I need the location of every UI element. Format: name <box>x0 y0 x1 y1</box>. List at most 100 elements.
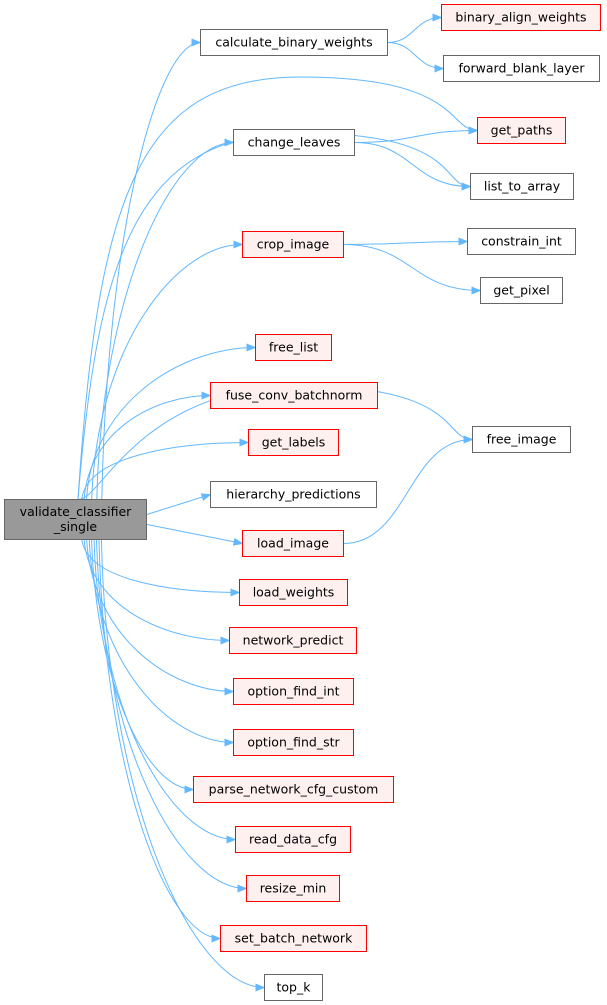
edge-change-leaves-to-list-to-array <box>354 142 472 191</box>
edge-root-to-set-batch-network <box>98 538 222 943</box>
node-box <box>210 382 378 409</box>
node-label: free_image <box>487 432 557 447</box>
node-hierarchy-predictions[interactable]: hierarchy_predictions <box>210 481 377 508</box>
edge-crop-image-to-get-pixel <box>343 244 482 295</box>
node-label: fuse_conv_batchnorm <box>226 388 363 403</box>
node-label: change_leaves <box>248 135 341 150</box>
node-load-image[interactable]: load_image <box>242 530 344 557</box>
node-label: binary_align_weights <box>455 10 586 25</box>
node-label: calculate_binary_weights <box>215 35 372 50</box>
node-get-labels[interactable]: get_labels <box>248 429 339 456</box>
node-box <box>467 228 576 255</box>
node-binary-align-weights[interactable]: binary_align_weights <box>441 4 601 31</box>
node-label: network_predict <box>243 633 344 648</box>
edge-calculate-binary-weights-to-forward-blank-layer <box>387 42 445 73</box>
node-box <box>242 530 344 557</box>
edge-root-to-top-k <box>100 538 266 992</box>
node-list-to-array[interactable]: list_to_array <box>470 173 574 200</box>
edge-root-to-load-image <box>146 523 244 546</box>
node-load-weights[interactable]: load_weights <box>239 579 348 606</box>
node-label: top_k <box>277 980 312 995</box>
node-label: parse_network_cfg_custom <box>209 782 379 797</box>
node-label: set_batch_network <box>235 931 353 946</box>
node-box <box>4 499 147 540</box>
edge-root-to-change-leaves <box>96 138 235 500</box>
node-label: resize_min <box>260 881 327 896</box>
node-get-pixel[interactable]: get_pixel <box>480 277 563 304</box>
node-root[interactable]: validate_classifier_single <box>4 499 147 540</box>
node-label: option_find_str <box>247 735 340 750</box>
node-box <box>233 678 354 705</box>
node-box <box>477 117 566 144</box>
edge-change-leaves-to-get-paths <box>354 126 479 143</box>
node-resize-min[interactable]: resize_min <box>246 875 340 902</box>
edge-root-to-get-labels <box>81 438 250 500</box>
node-forward-blank-layer[interactable]: forward_blank_layer <box>443 55 600 82</box>
node-top-k[interactable]: top_k <box>264 974 323 1001</box>
node-fuse-conv-batchnorm[interactable]: fuse_conv_batchnorm <box>210 382 378 409</box>
node-label: get_paths <box>491 123 553 138</box>
edge-root-to-parse-network-cfg-custom <box>91 538 195 794</box>
node-box <box>472 426 571 453</box>
node-label: load_image <box>257 536 329 551</box>
node-box <box>233 729 354 756</box>
node-free-image[interactable]: free_image <box>472 426 571 453</box>
node-label: forward_blank_layer <box>458 61 585 76</box>
node-label: get_labels <box>262 435 326 450</box>
node-box <box>235 826 351 853</box>
node-box <box>220 925 367 952</box>
edge-calculate-binary-weights-to-binary-align-weights <box>387 13 443 43</box>
edge-root-to-fuse-conv-batchnorm <box>83 391 212 500</box>
node-read-data-cfg[interactable]: read_data_cfg <box>235 826 351 853</box>
nodes-layer: validate_classifier_single calculate_bina… <box>4 4 601 1001</box>
node-label: get_pixel <box>493 283 549 298</box>
node-box <box>255 334 332 361</box>
edge-root-to-get-paths <box>77 76 479 500</box>
node-label: crop_image <box>257 237 330 252</box>
node-calculate-binary-weights[interactable]: calculate_binary_weights <box>200 29 388 56</box>
edge-root-to-free-list <box>86 343 257 500</box>
node-box <box>210 481 377 508</box>
edge-root-to-resize-min <box>95 538 248 893</box>
edge-load-image-to-free-image <box>343 435 474 544</box>
node-label: free_list <box>269 340 318 355</box>
node-option-find-str[interactable]: option_find_str <box>233 729 354 756</box>
node-box <box>193 776 394 803</box>
edge-root-to-option-find-int <box>86 538 235 696</box>
node-box <box>242 231 344 258</box>
node-box <box>443 55 600 82</box>
node-crop-image[interactable]: crop_image <box>242 231 344 258</box>
node-box <box>480 277 563 304</box>
node-box <box>229 627 357 654</box>
node-label: _single <box>53 519 98 534</box>
node-label: constrain_int <box>481 234 562 249</box>
node-label: validate_classifier <box>20 504 133 519</box>
node-box <box>246 875 340 902</box>
edge-crop-image-to-constrain-int <box>343 237 469 246</box>
edge-root-to-option-find-str <box>88 538 235 747</box>
node-label: hierarchy_predictions <box>226 487 360 502</box>
node-constrain-int[interactable]: constrain_int <box>467 228 576 255</box>
node-network-predict[interactable]: network_predict <box>229 627 357 654</box>
node-box <box>248 429 339 456</box>
node-label: read_data_cfg <box>249 832 337 847</box>
node-box <box>470 173 574 200</box>
node-box <box>200 29 388 56</box>
edge-root-to-load-weights <box>81 538 241 597</box>
node-label: list_to_array <box>484 179 561 194</box>
node-parse-network-cfg-custom[interactable]: parse_network_cfg_custom <box>193 776 394 803</box>
edge-root-to-hierarchy-predictions <box>146 493 212 516</box>
node-option-find-int[interactable]: option_find_int <box>233 678 354 705</box>
edge-root-to-crop-image <box>91 240 244 500</box>
node-box <box>239 579 348 606</box>
node-change-leaves[interactable]: change_leaves <box>233 129 355 156</box>
node-label: option_find_int <box>247 684 339 699</box>
node-box <box>233 129 355 156</box>
node-set-batch-network[interactable]: set_batch_network <box>220 925 367 952</box>
node-box <box>264 974 323 1001</box>
node-free-list[interactable]: free_list <box>255 334 332 361</box>
node-get-paths[interactable]: get_paths <box>477 117 566 144</box>
edge-root-to-read-data-cfg <box>93 538 237 844</box>
node-label: load_weights <box>253 585 335 600</box>
